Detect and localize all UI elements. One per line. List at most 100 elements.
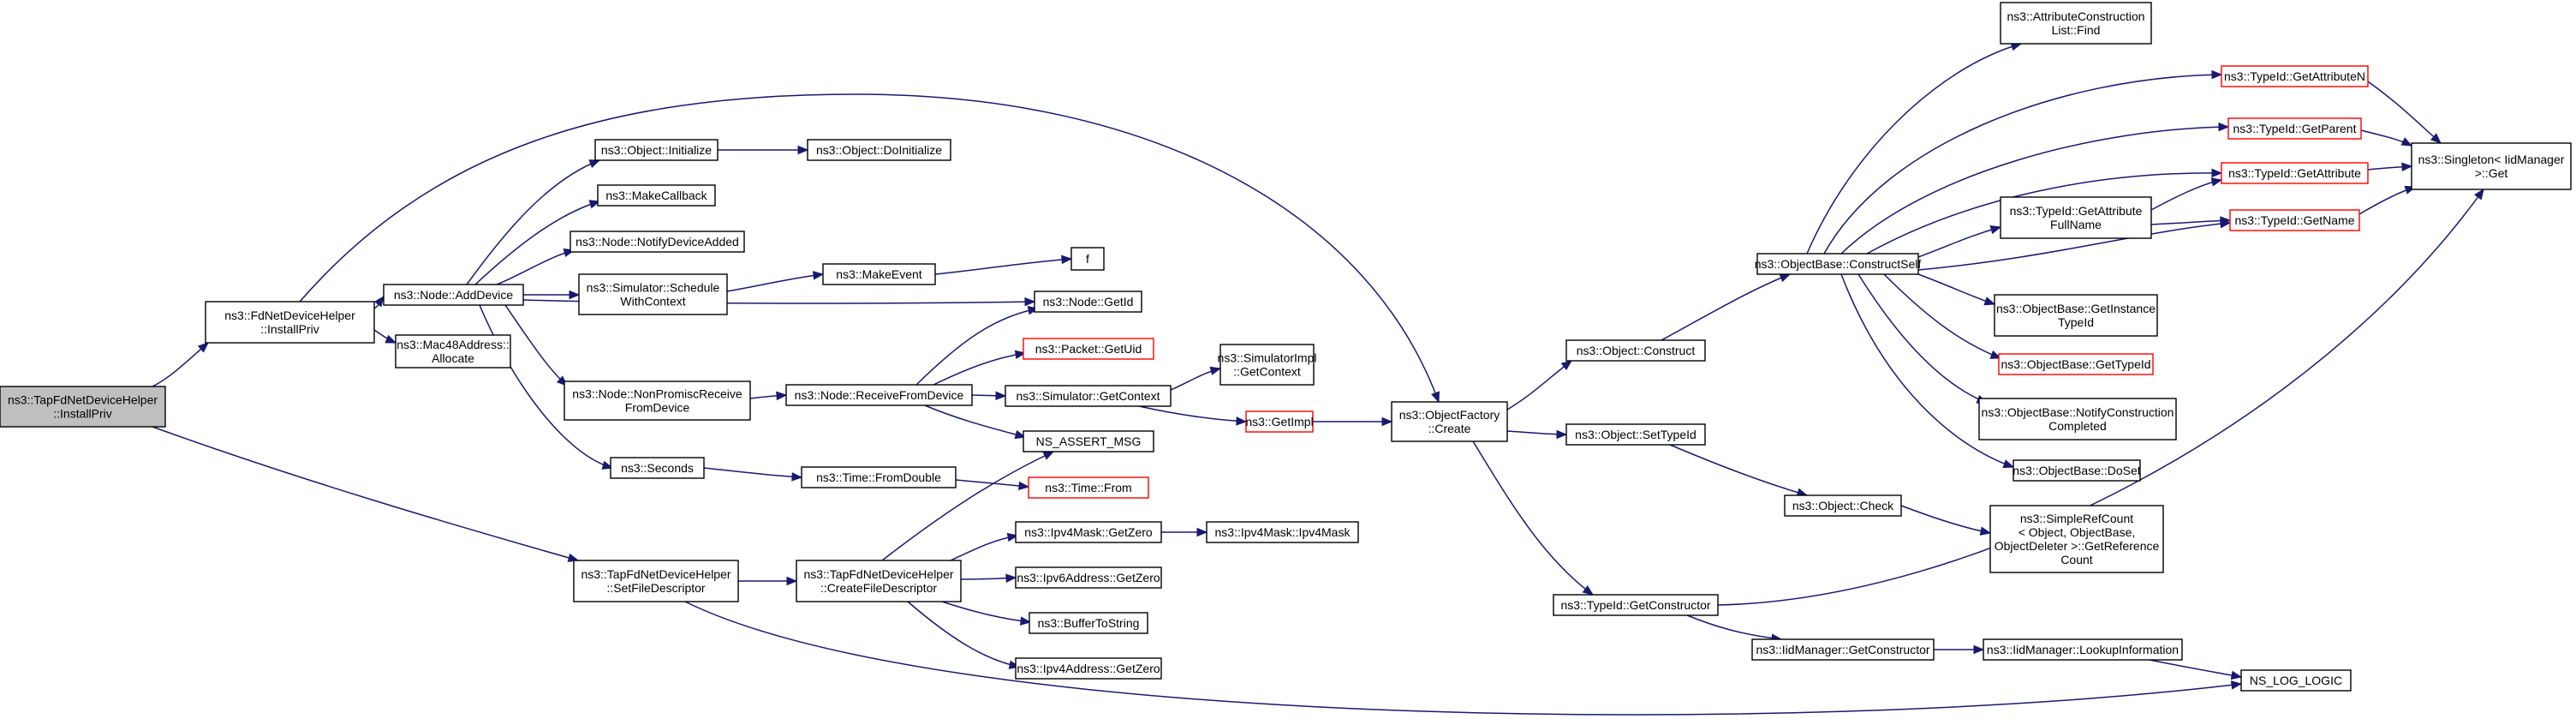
node-gettypeid[interactable]: ns3::ObjectBase::GetTypeId [1998, 353, 2154, 375]
node-nslog[interactable]: NS_LOG_LOGIC [2240, 669, 2352, 692]
node-label: ns3::SimpleRefCount [2020, 512, 2133, 525]
node-label: ns3::Object::Initialize [601, 143, 712, 157]
node-getattr[interactable]: ns3::TypeId::GetAttribute [2221, 162, 2369, 184]
node-ipv6getzero[interactable]: ns3::Ipv6Address::GetZero [1015, 566, 1162, 589]
node-makeevent[interactable]: ns3::MakeEvent [822, 263, 936, 285]
node-notify[interactable]: ns3::Node::NotifyDeviceAdded [569, 231, 745, 253]
node-objinit[interactable]: ns3::Object::Initialize [594, 139, 719, 161]
node-box [1028, 476, 1149, 499]
node-label: ns3::SimulatorImpl [1218, 351, 1317, 365]
edge-simgetctx-to-simimplctx [1170, 366, 1222, 391]
node-box [801, 466, 957, 488]
edge-getattrfull-to-getattr [2150, 177, 2223, 211]
node-buftostr[interactable]: ns3::BufferToString [1029, 612, 1148, 634]
node-box [1751, 638, 1935, 661]
node-label: ns3::Node::NonPromiscReceive [572, 387, 742, 401]
node-label: ns3::ObjectBase::GetTypeId [2001, 357, 2150, 371]
node-recvfromdev[interactable]: ns3::Node::ReceiveFromDevice [785, 384, 973, 406]
edge-recvfromdev-to-assertmsg [924, 404, 1027, 440]
edge-createfd-to-ipv4getzero [950, 532, 1019, 561]
node-label: ns3::MakeEvent [836, 267, 921, 281]
edge-objconstruct-to-constructself [1661, 273, 1792, 341]
node-objcheck[interactable]: ns3::Object::Check [1784, 494, 1902, 517]
node-simgetctx[interactable]: ns3::Simulator::GetContext [1005, 385, 1172, 407]
node-settypeid[interactable]: ns3::Object::SetTypeId [1565, 423, 1706, 446]
node-getparent[interactable]: ns3::TypeId::GetParent [2227, 117, 2362, 140]
node-iidlookup[interactable]: ns3::IidManager::LookupInformation [1983, 638, 2183, 661]
node-label: ns3::TapFdNetDeviceHelper [581, 567, 730, 581]
edge-ofcreate-to-settypeid [1506, 429, 1568, 440]
edge-getattrfull-to-getname [2150, 216, 2232, 225]
node-getid[interactable]: ns3::Node::GetId [1034, 291, 1142, 313]
node-label: ::InstallPriv [53, 407, 111, 421]
node-label: ns3::TypeId::GetAttributeN [2224, 69, 2365, 83]
edge-fdinstall-to-ofcreate [299, 93, 1440, 404]
node-label: ns3::Object::DoInitialize [816, 143, 942, 157]
node-notifyctor[interactable]: ns3::ObjectBase::NotifyConstructionCompl… [1978, 398, 2177, 440]
node-box [2221, 162, 2369, 184]
edge-fromdouble-to-timefrom [955, 479, 1030, 491]
node-root[interactable]: ns3::TapFdNetDeviceHelper::InstallPriv [0, 386, 166, 428]
node-box [205, 301, 375, 344]
node-box [2000, 2, 2152, 45]
node-doset[interactable]: ns3::ObjectBase::DoSet [2012, 459, 2141, 482]
node-fromdouble[interactable]: ns3::Time::FromDouble [801, 466, 957, 488]
node-box [1005, 385, 1172, 407]
node-doinit[interactable]: ns3::Object::DoInitialize [807, 139, 951, 161]
node-label: f [1086, 252, 1089, 266]
node-box [2012, 459, 2141, 482]
node-getuid[interactable]: ns3::Packet::GetUid [1023, 338, 1154, 360]
node-fdinstall[interactable]: ns3::FdNetDeviceHelper::InstallPriv [205, 301, 375, 344]
node-singleton[interactable]: ns3::Singleton< IidManager >::Get [2411, 142, 2572, 190]
node-timefrom[interactable]: ns3::Time::From [1028, 476, 1149, 499]
node-getctor[interactable]: ns3::TypeId::GetConstructor [1553, 594, 1719, 616]
node-setfd[interactable]: ns3::TapFdNetDeviceHelper::SetFileDescri… [573, 560, 739, 602]
node-ipv4mask[interactable]: ns3::Ipv4Mask::Ipv4Mask [1206, 521, 1359, 543]
node-ofcreate[interactable]: ns3::ObjectFactory::Create [1391, 401, 1508, 442]
node-label: ns3::Ipv4Mask::GetZero [1024, 525, 1153, 539]
node-label: ns3::Object::Construct [1577, 344, 1696, 357]
node-box [807, 139, 951, 161]
node-refcount[interactable]: ns3::SimpleRefCount< Object, ObjectBase,… [1989, 505, 2164, 573]
node-makecb[interactable]: ns3::MakeCallback [597, 184, 716, 207]
node-getimpl[interactable]: ns3::GetImpl [1245, 410, 1314, 433]
node-seconds[interactable]: ns3::Seconds [610, 457, 705, 479]
node-box [1015, 566, 1162, 589]
node-ipv4getzero[interactable]: ns3::Ipv4Mask::GetZero [1015, 521, 1162, 543]
edge-getctor-to-singleton [1717, 188, 2484, 606]
node-box [2000, 196, 2152, 239]
node-macalloc[interactable]: ns3::Mac48Address::Allocate [395, 334, 511, 368]
node-label: ns3::MakeCallback [605, 189, 707, 202]
node-adddevice[interactable]: ns3::Node::AddDevice [383, 284, 524, 306]
node-label: ns3::Mac48Address:: [397, 338, 510, 351]
node-iidgetctor[interactable]: ns3::IidManager::GetConstructor [1751, 638, 1935, 661]
edge-simgetctx-to-getimpl [1138, 405, 1248, 426]
node-getattrn[interactable]: ns3::TypeId::GetAttributeN [2221, 65, 2369, 87]
node-label: ns3::Node::AddDevice [394, 288, 514, 302]
edge-createfd-to-ipv4addrzero [907, 601, 1021, 669]
node-label: ns3::TypeId::GetConstructor [1560, 598, 1710, 612]
edge-constructself-to-doset [1840, 273, 2015, 469]
edge-iidgetctor-to-iidlookup [1934, 644, 1985, 655]
node-getname[interactable]: ns3::TypeId::GetName [2229, 209, 2360, 231]
node-createfd[interactable]: ns3::TapFdNetDeviceHelper::CreateFileDes… [796, 560, 962, 602]
edge-seconds-to-fromdouble [703, 467, 803, 482]
edge-createfd-to-ipv6getzero [960, 573, 1017, 583]
node-label: ::InstallPriv [260, 322, 319, 336]
node-label: ns3::Node::NotifyDeviceAdded [575, 235, 739, 249]
node-label: ns3::Packet::GetUid [1035, 342, 1142, 356]
node-box [578, 273, 728, 315]
node-simimplctx[interactable]: ns3::SimulatorImpl::GetContext [1218, 344, 1317, 386]
node-constructself[interactable]: ns3::ObjectBase::ConstructSelf [1755, 253, 1922, 275]
node-label: ns3::Simulator::Schedule [587, 281, 720, 295]
node-label: >::Get [2475, 166, 2508, 180]
node-assertmsg[interactable]: NS_ASSERT_MSG [1023, 430, 1154, 452]
node-objconstruct[interactable]: ns3::Object::Construct [1565, 339, 1706, 362]
node-f[interactable]: f [1070, 247, 1105, 271]
node-ipv4addrzero[interactable]: ns3::Ipv4Address::GetZero [1015, 657, 1162, 680]
